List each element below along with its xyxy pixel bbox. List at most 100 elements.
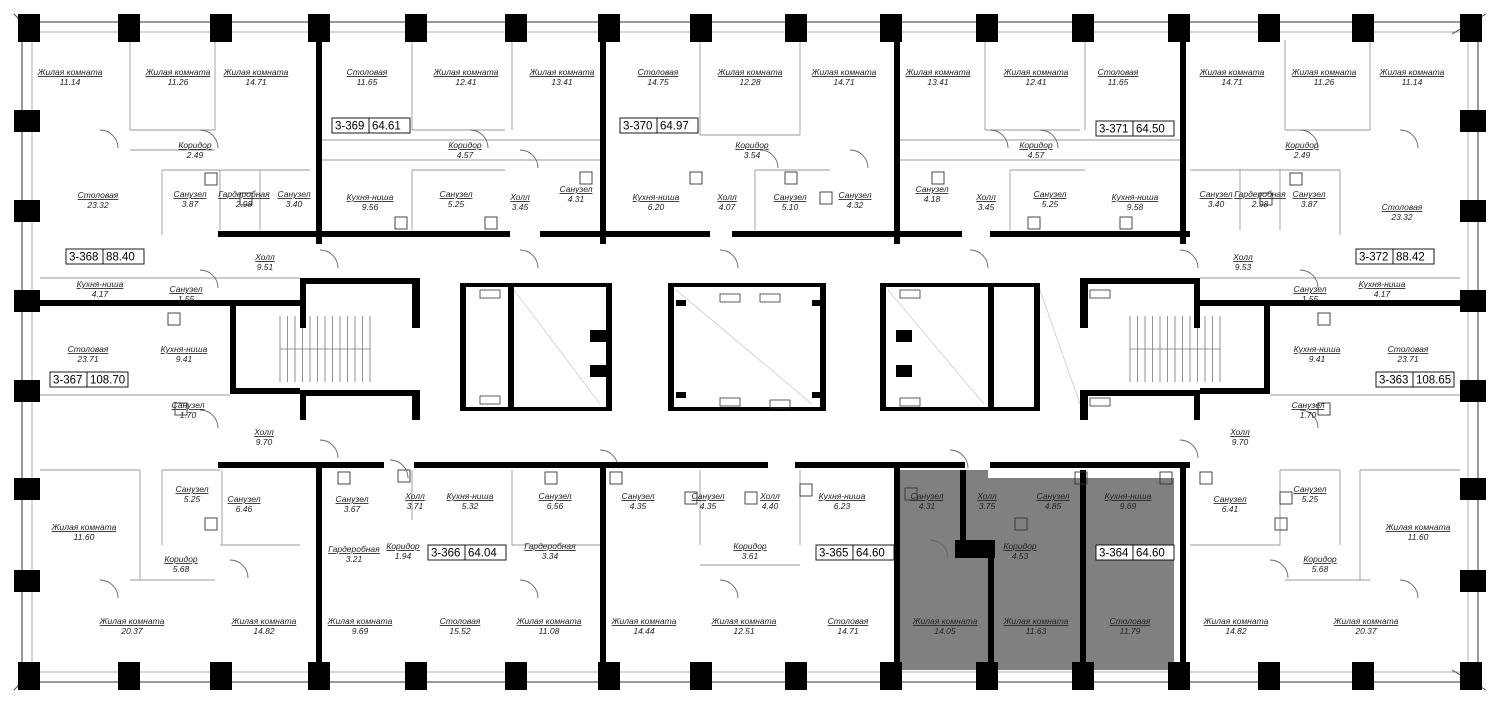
wall (668, 283, 674, 411)
wall (896, 330, 912, 342)
room-area: 2.49 (186, 150, 204, 160)
sanitary-fixture (744, 491, 758, 505)
room-name: Жилая комната (1333, 616, 1399, 626)
room-area: 11.14 (60, 77, 81, 87)
wall (230, 300, 300, 306)
door-swing (469, 129, 489, 149)
room-name: Столовая (828, 616, 869, 626)
column (1460, 662, 1482, 690)
apartment-tag-box (815, 544, 895, 561)
column (118, 662, 140, 690)
room-name: Санузел (174, 189, 207, 199)
room-name: Санузел (1037, 491, 1070, 501)
room-area: 3.45 (512, 202, 529, 212)
room-name: Холл (1229, 427, 1250, 437)
sanitary-fixture (579, 171, 593, 185)
door-swing (1399, 579, 1419, 599)
sanitary-fixture (609, 471, 623, 485)
wall (300, 390, 306, 420)
shaft-marker (479, 395, 501, 405)
apartment-area: 64.97 (660, 121, 689, 133)
room-name: Столовая (638, 67, 679, 77)
room-area: 1.70 (1300, 410, 1317, 420)
room-area: 3.87 (182, 199, 199, 209)
room-area: 9.70 (1232, 437, 1249, 447)
wall (300, 278, 420, 284)
room-area: 12.41 (1025, 77, 1047, 87)
column (1168, 14, 1190, 42)
wall (960, 470, 966, 540)
wall (955, 540, 995, 558)
room-name: Холл (509, 192, 530, 202)
room-area: 5.25 (1042, 199, 1059, 209)
room-area: 11.60 (74, 532, 95, 542)
room-area: 9.56 (362, 202, 379, 212)
sanitary-fixture (904, 487, 918, 501)
apartment-id: 3-365 (819, 548, 848, 560)
room-name: Коридор (1003, 541, 1037, 551)
wall (1194, 278, 1200, 328)
room-area: 5.25 (184, 494, 201, 504)
room-area: 14.71 (833, 77, 855, 87)
apartment-id: 3-371 (1099, 124, 1128, 136)
apartment-id: 3-370 (623, 121, 652, 133)
apartment-tag-3-370[interactable]: 3-370 64.97 (619, 117, 699, 134)
room-area: 23.32 (86, 200, 109, 210)
wall (880, 283, 886, 411)
room-name: Коридор (735, 140, 769, 150)
wall (316, 466, 322, 690)
room-area: 11.65 (1108, 77, 1129, 87)
room-area: 12.28 (739, 77, 761, 87)
wall (1080, 470, 1086, 670)
room-name: Гардеробная (1234, 189, 1286, 199)
apartment-tag-3-368[interactable]: 3-368 88.40 (65, 248, 145, 265)
sanitary-fixture (1317, 312, 1331, 326)
room-area: 1.55 (178, 294, 195, 304)
room-area: 9.41 (176, 354, 193, 364)
apartment-id: 3-368 (69, 252, 98, 264)
room-area: 3.54 (744, 150, 761, 160)
door-swing (969, 249, 989, 269)
wall (676, 392, 686, 398)
room-area: 14.82 (253, 626, 275, 636)
wall (988, 558, 994, 670)
room-area: 3.67 (344, 504, 361, 514)
wall (590, 365, 606, 377)
room-area: 6.20 (648, 202, 665, 212)
apartment-area: 88.40 (106, 252, 135, 264)
column (1460, 380, 1486, 402)
column (690, 662, 712, 690)
room-name: Коридор (178, 140, 212, 150)
room-name: Коридор (386, 541, 420, 551)
room-area: 3.75 (979, 501, 996, 511)
room-area: 11.65 (357, 77, 378, 87)
column (405, 662, 427, 690)
room-area: 9.53 (1235, 262, 1252, 272)
shaft-marker (759, 293, 781, 303)
sanitary-fixture (684, 491, 698, 505)
room-name: Жилая комната (711, 616, 777, 626)
